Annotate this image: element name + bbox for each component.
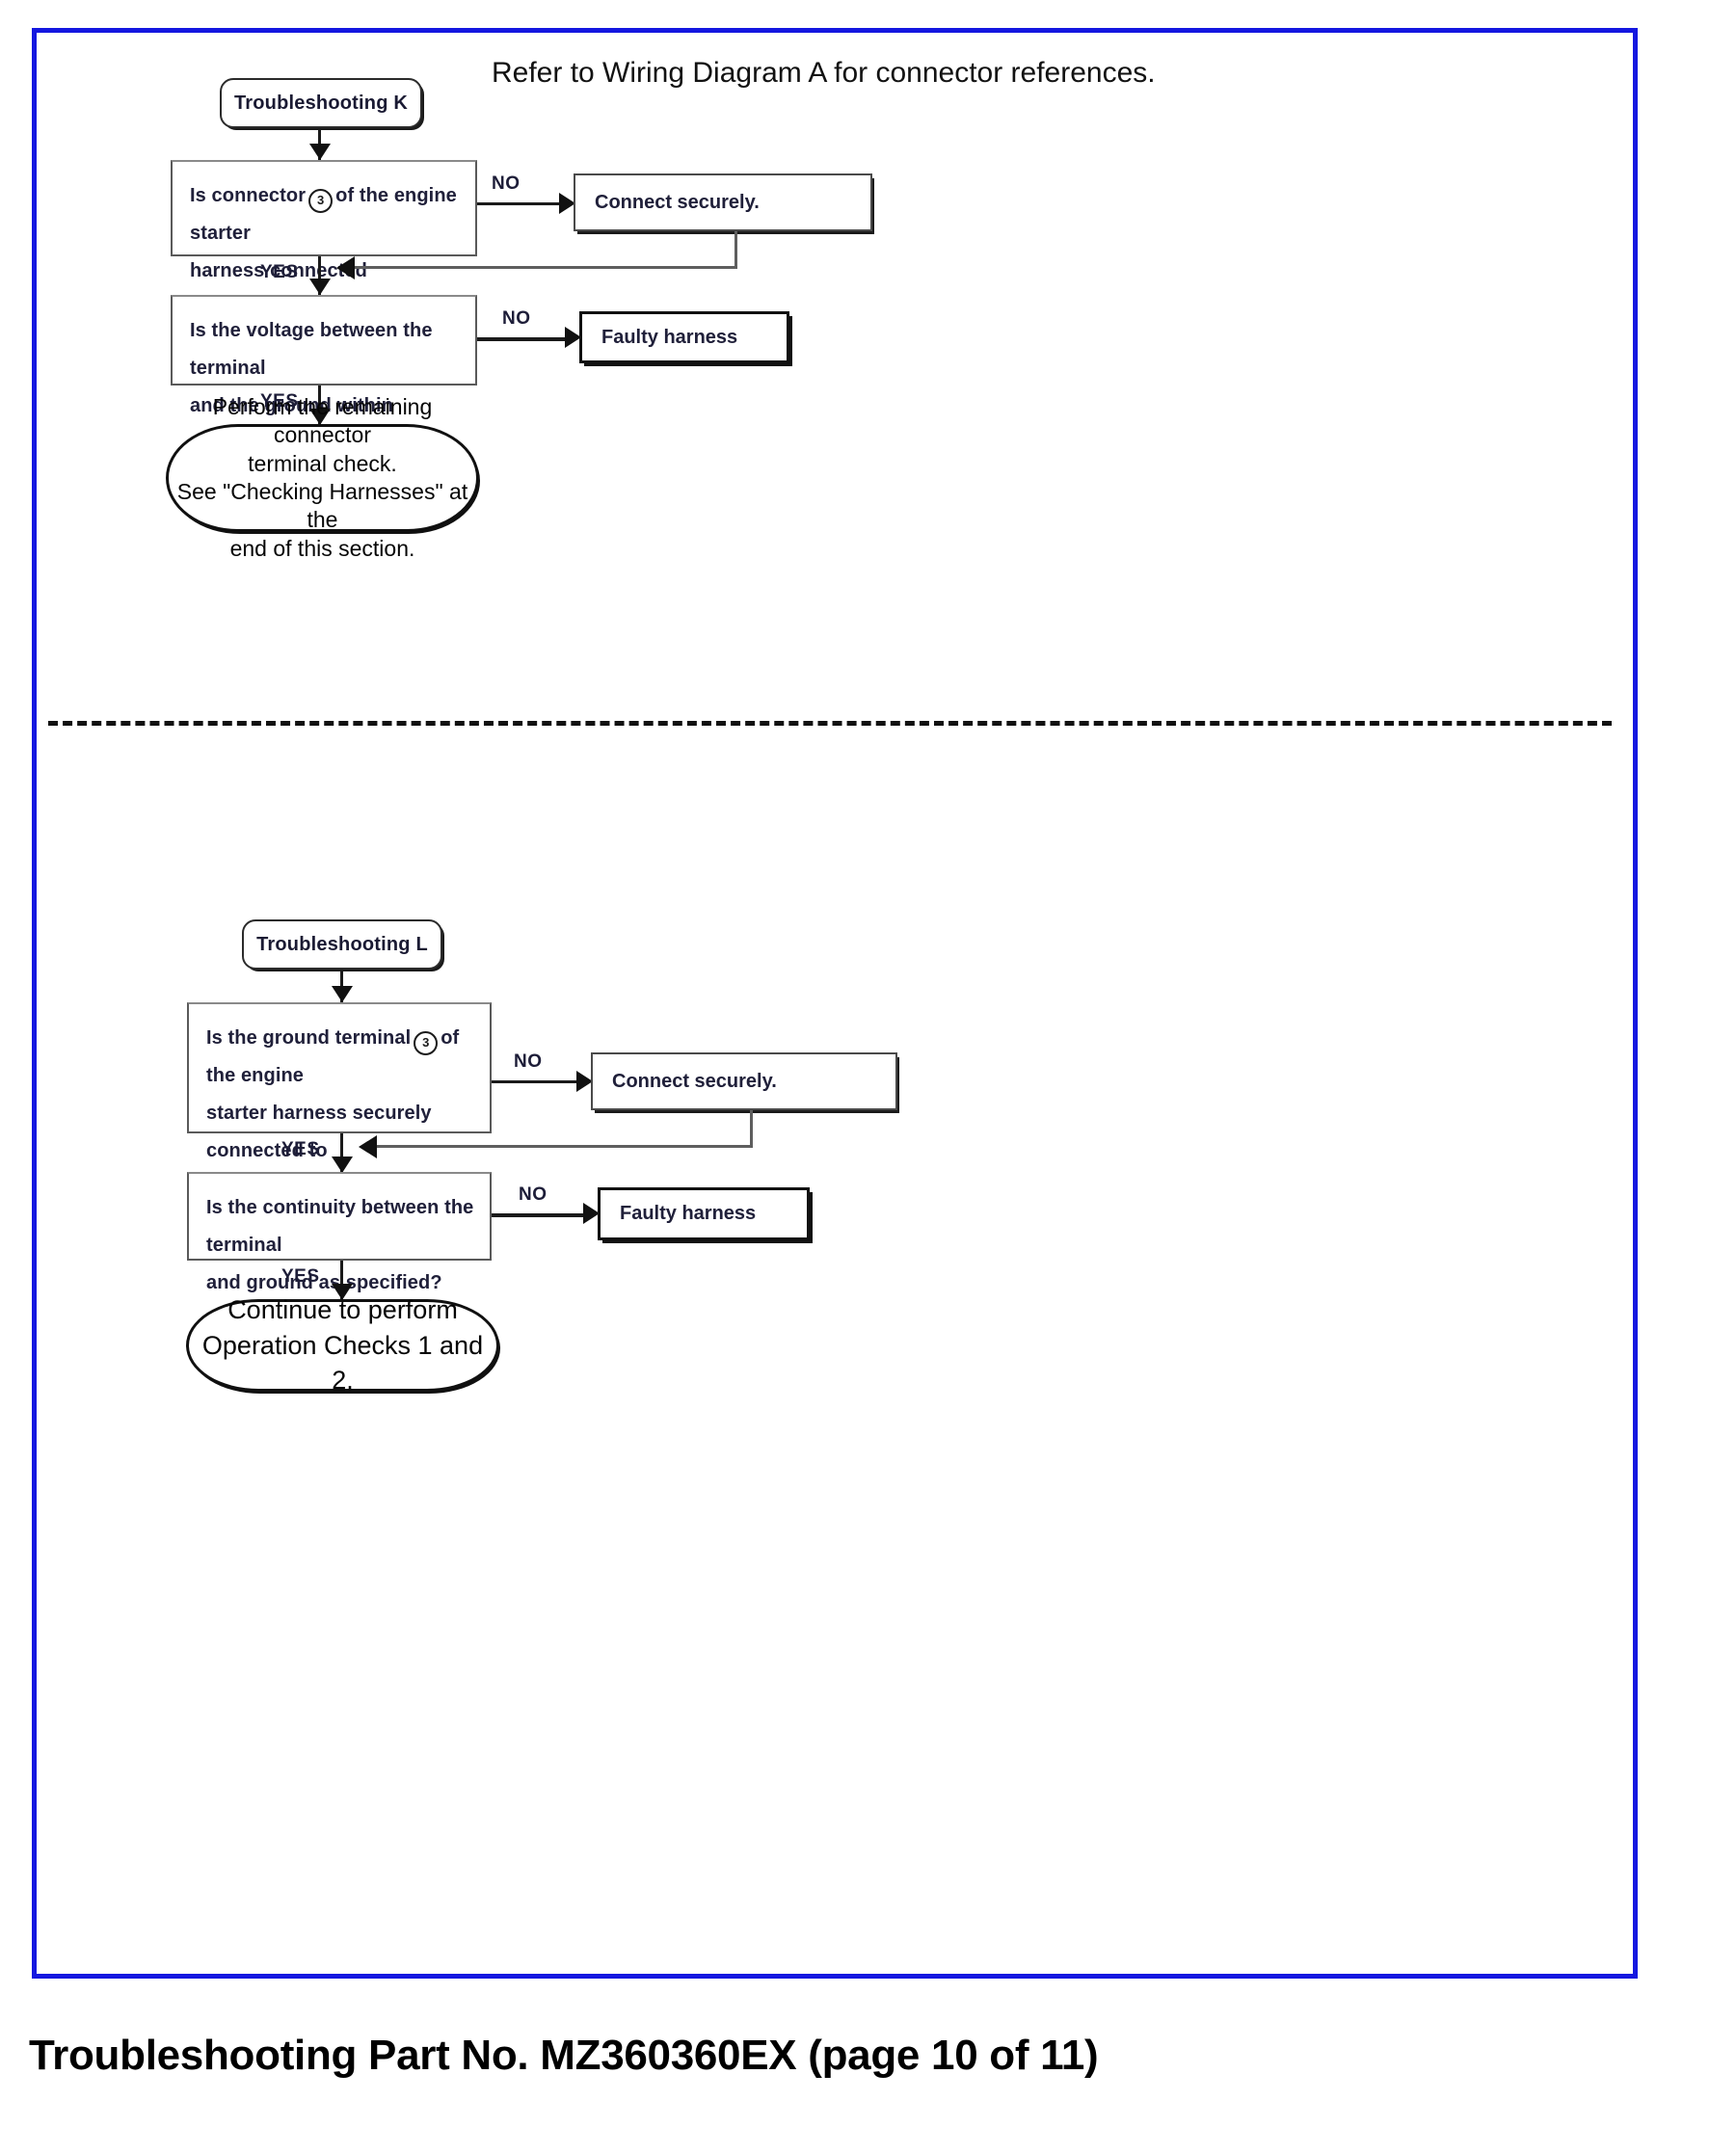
flow-k-q2-line1: Is the voltage between the terminal [190,320,433,379]
flow-k-feedback-vertical [734,231,737,268]
flow-k-arrow-q2-no [565,327,581,348]
flow-l-question-2: Is the continuity between the terminal a… [187,1172,492,1293]
flow-k-question-2: Is the voltage between the terminal and … [171,295,477,454]
flow-l-q1-line1-after: of the engine [206,1027,460,1086]
flow-l-arrow-q2-yes [332,1284,353,1300]
flow-l-arrow-q1-yes [332,1157,353,1173]
flow-l-edge-label-q2-no: NO [519,1184,548,1205]
flow-l-edge-label-q2-yes: YES [281,1266,320,1287]
flow-k-edge-q1-no [477,202,566,205]
flow-l-end-terminal-text: Continue to perform Operation Checks 1 a… [189,1292,496,1397]
flow-l-feedback-vertical [750,1110,753,1148]
flow-k-feedback-horizontal [346,266,737,269]
flow-l-edge-q2-yes [340,1261,343,1301]
footer-caption: Troubleshooting Part No. MZ360360EX (pag… [29,2032,1099,2079]
wiring-diagram-note: Refer to Wiring Diagram A for connector … [492,57,1156,89]
flow-k-end-terminal: Perform the remaining connector terminal… [166,394,479,561]
flow-k-edge-q2-no [477,337,572,341]
flow-l-action-faulty-harness: Faulty harness [598,1187,810,1240]
flow-k-edge-label-q1-yes: YES [260,262,299,282]
flow-l-edge-label-q1-no: NO [514,1051,543,1072]
flow-l-edge-label-q1-yes: YES [281,1139,320,1159]
flow-k-q1-line1-before: Is connector [190,185,307,206]
flow-k-edge-label-q1-no: NO [492,173,521,194]
flow-k-arrow-start-to-q1 [309,144,331,160]
flow-l-arrow-q1-no [576,1071,593,1092]
flow-l-feedback-arrow [359,1135,377,1158]
flow-l-q1-line2: starter harness securely connected to [206,1103,432,1161]
flow-l-q2-line2: and ground as specified? [206,1272,442,1293]
flow-l-q1-line1-before: Is the ground terminal [206,1027,412,1049]
flow-k-arrow-q1-yes [309,279,331,295]
flow-l-arrow-q2-no [583,1203,600,1224]
flow-l-edge-q1-no [492,1080,583,1083]
flow-k-end-line2: terminal check. [248,450,397,476]
flow-l-action-faulty-harness-label: Faulty harness [620,1203,757,1224]
section-divider [48,721,1612,726]
flow-l-start-label: Troubleshooting L [256,933,428,955]
ground-terminal-reference-icon: 3 [414,1031,439,1055]
flow-k-end-terminal-text: Perform the remaining connector terminal… [169,393,476,564]
flow-k-end-line1: Perform the remaining connector [212,393,433,448]
flow-l-arrow-start-to-q1 [332,986,353,1002]
flow-k-end-line3: See "Checking Harnesses" at the [176,479,468,533]
flow-k-arrow-q1-no [559,193,575,214]
flow-l-feedback-horizontal [368,1145,753,1148]
flow-k-start-label: Troubleshooting K [233,92,409,114]
flow-l-action-connect-securely-label: Connect securely. [612,1070,777,1092]
flow-l-edge-q2-no [492,1213,590,1217]
flow-k-arrow-q2-yes [309,409,331,425]
flow-k-feedback-arrow [336,256,355,279]
flow-l-action-connect-securely: Connect securely. [591,1052,897,1110]
flow-k-action-faulty-harness: Faulty harness [579,311,789,363]
flow-l-start-terminal: Troubleshooting L [242,919,442,970]
flow-k-edge-q2-yes [318,386,321,426]
flowchart-canvas: Refer to Wiring Diagram A for connector … [37,33,1633,1974]
flow-k-action-connect-securely-label: Connect securely. [595,191,760,213]
flow-k-edge-q1-yes [318,256,321,295]
flow-k-q1-line1-after: of the engine starter [190,185,457,244]
flow-l-question-2-text: Is the continuity between the terminal a… [206,1189,476,1302]
flow-k-start-terminal: Troubleshooting K [220,78,422,128]
flow-l-end-line1: Continue to perform [227,1295,458,1325]
flow-l-q2-line1: Is the continuity between the terminal [206,1197,474,1256]
flow-l-end-line2: Operation Checks 1 and 2. [201,1330,484,1396]
flow-k-end-line4: end of this section. [229,535,415,561]
diagram-page-frame: Refer to Wiring Diagram A for connector … [32,28,1638,1979]
flow-k-edge-label-q2-no: NO [502,308,531,329]
flow-k-action-connect-securely: Connect securely. [574,173,872,231]
connector-reference-icon: 3 [308,189,334,213]
flow-l-edge-q1-yes [340,1133,343,1172]
flow-k-edge-label-q2-yes: YES [260,391,299,412]
flow-k-action-faulty-harness-label: Faulty harness [601,326,738,348]
flow-l-end-terminal: Continue to perform Operation Checks 1 a… [186,1295,499,1395]
